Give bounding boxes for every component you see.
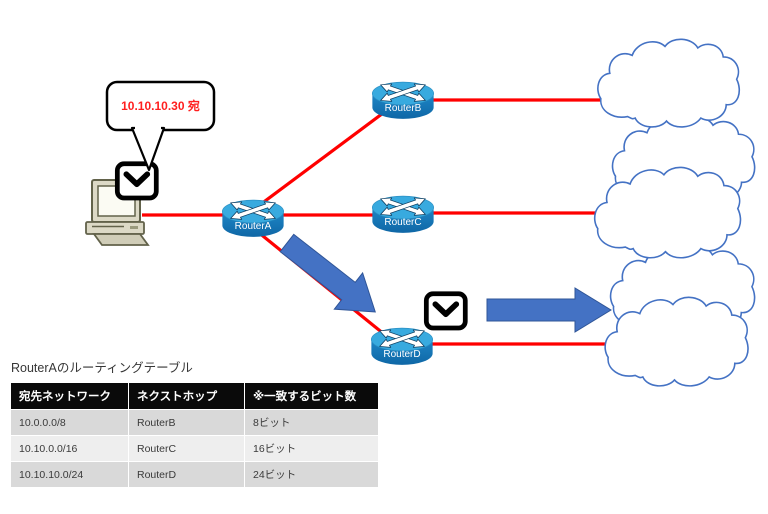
router-b: RouterB (371, 80, 435, 120)
router-b-label: RouterB (385, 103, 422, 114)
cell-destination: 10.10.10.0/24 (10, 461, 129, 488)
routing-table-header-row: 宛先ネットワーク ネクストホップ ※一致するビット数 (10, 382, 379, 410)
cell-bits: 8ビット (244, 409, 379, 436)
router-a: RouterA (221, 198, 285, 238)
routing-table-section: RouterAのルーティングテーブル 宛先ネットワーク ネクストホップ ※一致す… (10, 357, 382, 488)
cell-bits: 24ビット (244, 461, 379, 488)
cell-next-hop: RouterD (128, 461, 245, 488)
cell-next-hop: RouterB (128, 409, 245, 436)
envelope-icon-forwarded (426, 294, 465, 328)
header-next-hop: ネクストホップ (128, 382, 245, 410)
cell-next-hop: RouterC (128, 435, 245, 462)
routing-table: 宛先ネットワーク ネクストホップ ※一致するビット数 10.0.0.0/8 Ro… (10, 382, 379, 488)
router-d-label: RouterD (383, 349, 420, 360)
cell-destination: 10.10.0.0/16 (10, 435, 129, 462)
destination-address-label: 10.10.10.30 宛 (121, 98, 200, 113)
router-c: RouterC (371, 194, 435, 234)
destination-callout: 10.10.10.30 宛 (105, 80, 216, 172)
table-row: 10.10.10.0/24 RouterD 24ビット (10, 461, 379, 488)
arrow-routera-to-routerd (279, 233, 376, 313)
cell-destination: 10.0.0.0/8 (10, 409, 129, 436)
table-row: 10.0.0.0/8 RouterB 8ビット (10, 409, 379, 436)
arrow-forward-to-cloud (486, 287, 612, 333)
table-row: 10.10.0.0/16 RouterC 16ビット (10, 435, 379, 462)
link-routera-routerb (252, 100, 399, 212)
header-destination-network: 宛先ネットワーク (10, 382, 129, 410)
network-clouds (594, 38, 756, 387)
cell-bits: 16ビット (244, 435, 379, 462)
router-a-label: RouterA (235, 221, 272, 232)
router-c-label: RouterC (384, 217, 421, 228)
router-d: RouterD (370, 326, 434, 366)
header-matching-bits: ※一致するビット数 (244, 382, 379, 410)
cloud-front-top (597, 38, 740, 128)
routing-table-title: RouterAのルーティングテーブル (11, 361, 193, 375)
